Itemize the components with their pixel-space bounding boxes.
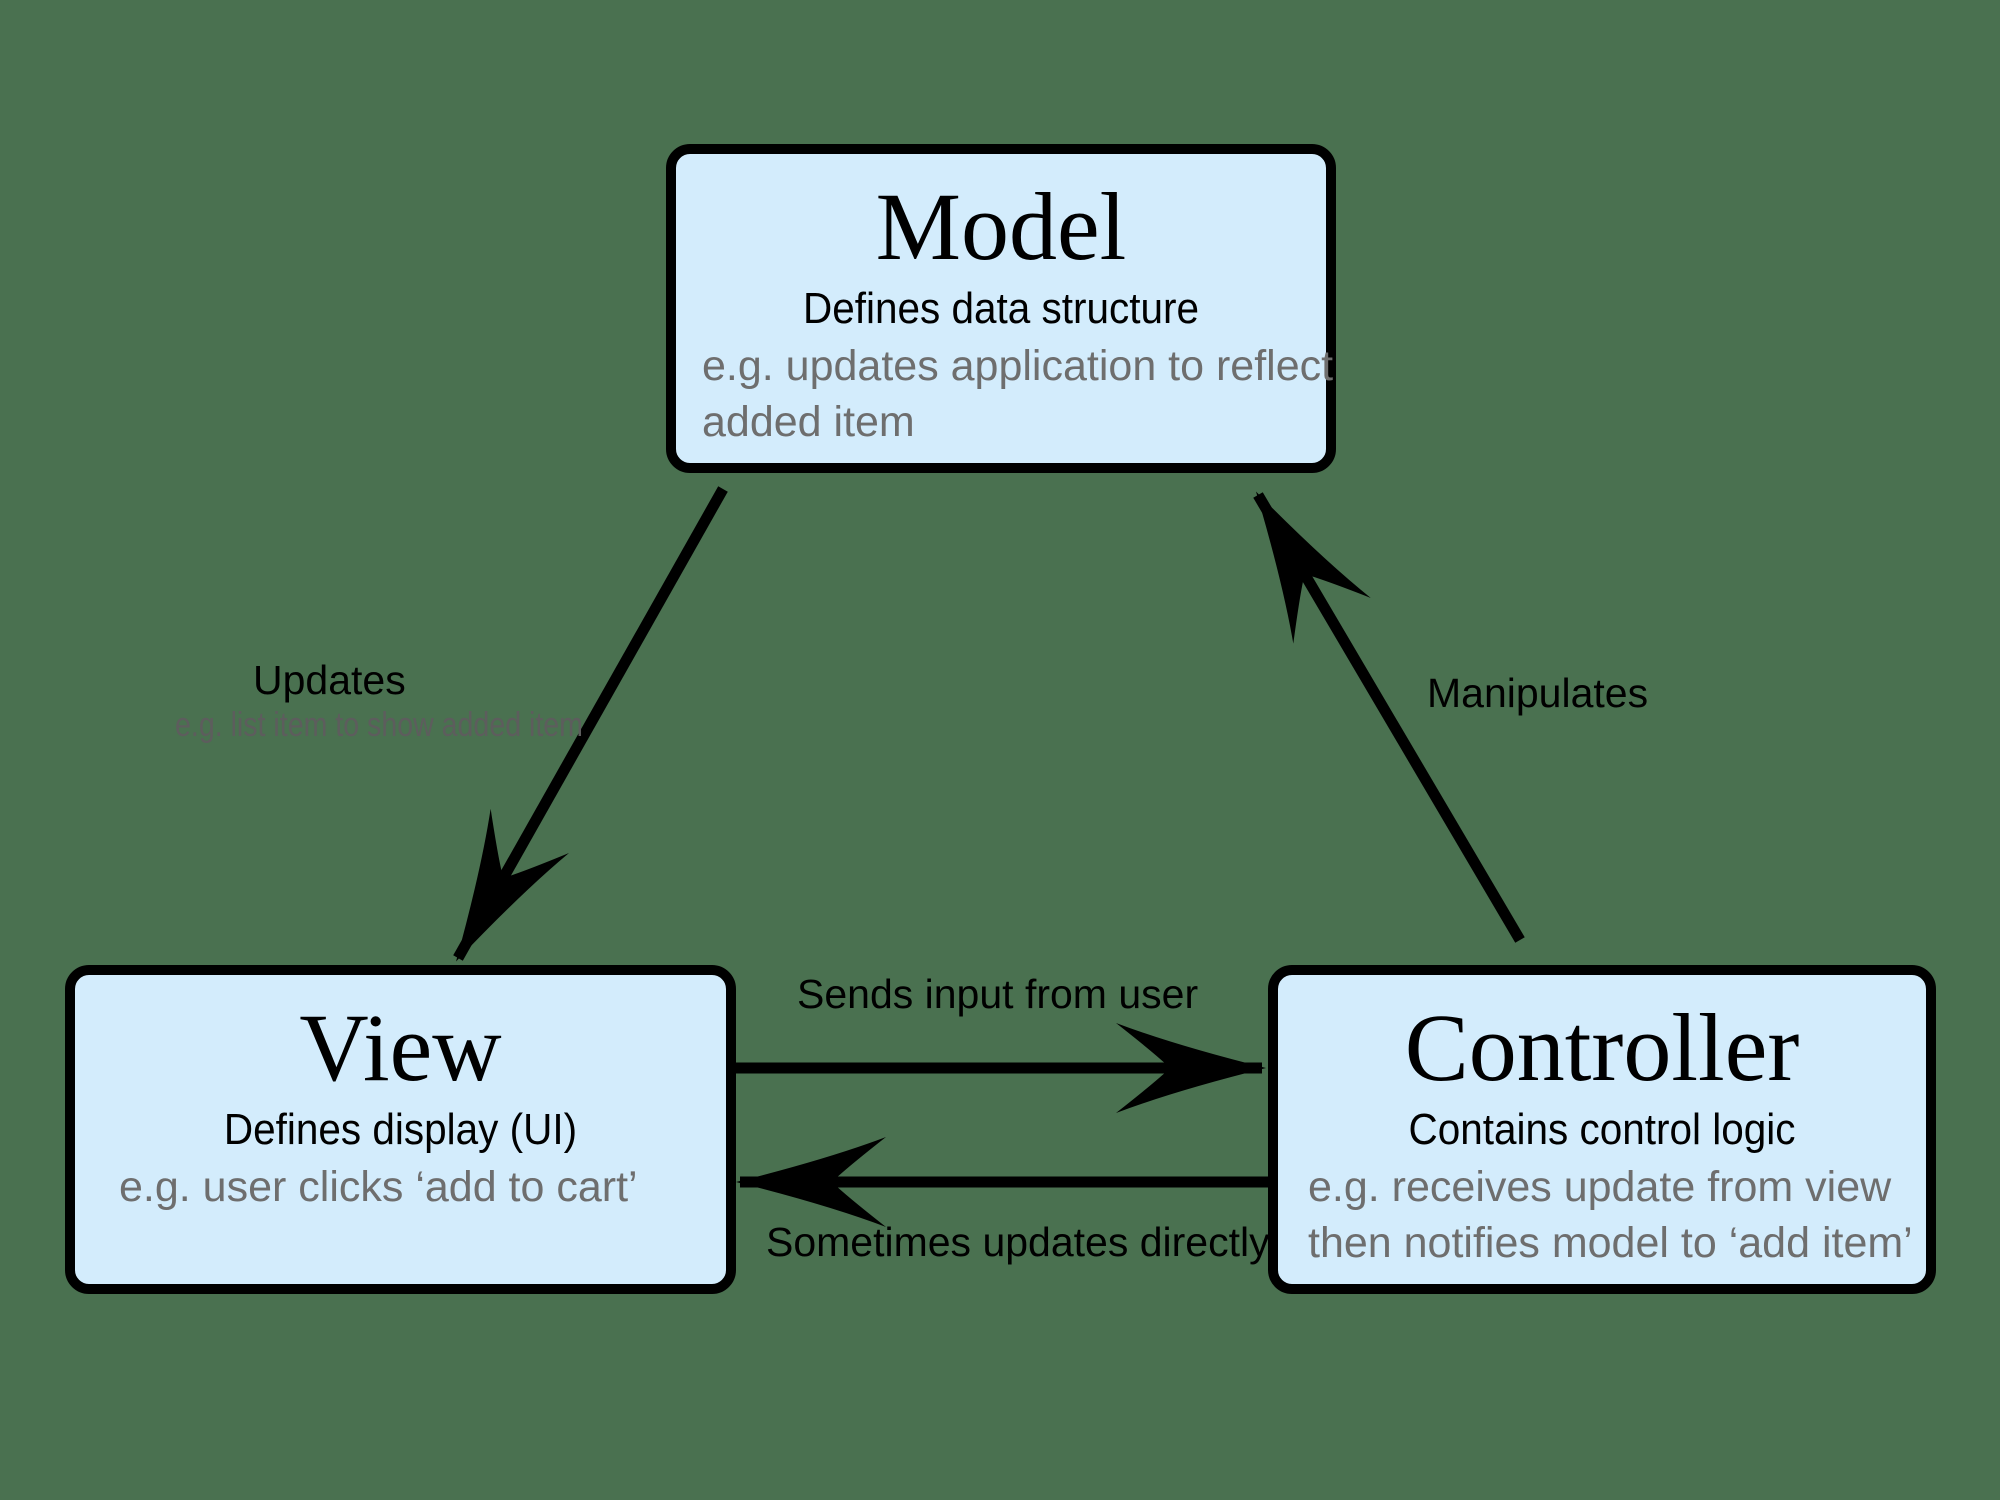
sends-input-label: Sends input from user <box>797 971 1199 1017</box>
view-example: e.g. user clicks ‘add to cart’ <box>75 1160 726 1216</box>
model-subtitle: Defines data structure <box>802 283 1200 333</box>
controller-box: Controller Contains control logic e.g. r… <box>1268 965 1936 1294</box>
view-subtitle: Defines display (UI) <box>223 1104 578 1154</box>
controller-title: Controller <box>1404 994 1800 1101</box>
controller-example-line2: then notifies model to ‘add item’ <box>1308 1219 1913 1268</box>
model-example-line1: e.g. updates application to reflect <box>702 342 1334 391</box>
model-title: Model <box>875 173 1127 280</box>
updates-label: Updates <box>253 657 406 703</box>
controller-example-line1: e.g. receives update from view <box>1308 1163 1892 1212</box>
updates-sublabel: e.g. list item to show added item <box>175 706 583 744</box>
model-example: e.g. updates application to reflect adde… <box>676 339 1334 451</box>
controller-example: e.g. receives update from view then noti… <box>1278 1160 1926 1272</box>
model-example-line2: added item <box>702 398 915 447</box>
view-example-line1: e.g. user clicks ‘add to cart’ <box>119 1163 638 1212</box>
model-box: Model Defines data structure e.g. update… <box>666 144 1336 473</box>
arrow-controller-to-model <box>1253 491 1525 943</box>
view-box: View Defines display (UI) e.g. user clic… <box>65 965 736 1294</box>
controller-subtitle: Contains control logic <box>1408 1104 1796 1154</box>
view-title: View <box>299 994 502 1101</box>
manipulates-label: Manipulates <box>1427 670 1649 716</box>
arrow-model-to-view <box>453 486 728 962</box>
sometimes-updates-label: Sometimes updates directly <box>766 1219 1270 1265</box>
